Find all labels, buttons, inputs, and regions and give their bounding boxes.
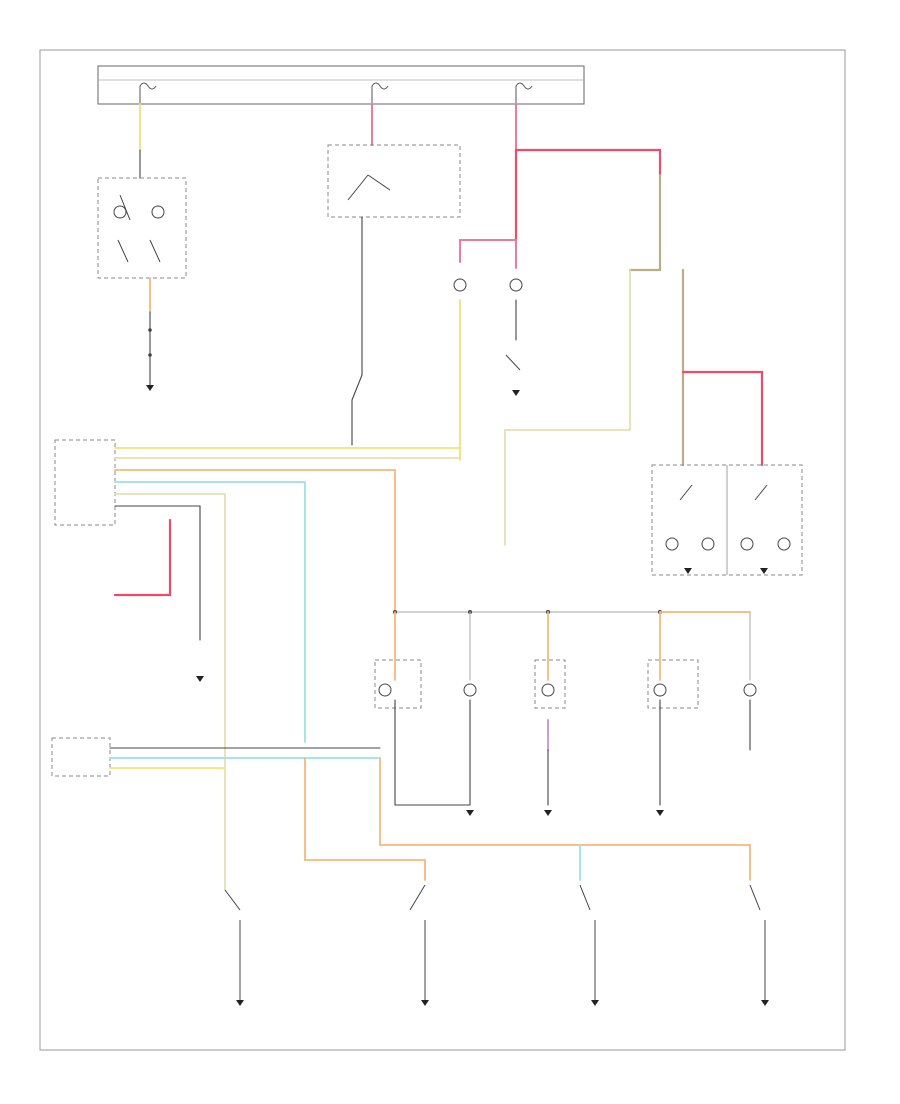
fuse-icon bbox=[515, 82, 533, 104]
switch-icon bbox=[117, 194, 161, 263]
fuse-box bbox=[97, 65, 585, 105]
lamp-icon bbox=[463, 683, 477, 697]
door-switch-box bbox=[651, 464, 803, 576]
door-ajar-switch-rr bbox=[749, 884, 769, 1006]
lamp-icon bbox=[151, 205, 165, 219]
wire bbox=[504, 269, 631, 546]
ground-icon bbox=[760, 568, 768, 574]
ground-icon bbox=[421, 1000, 429, 1006]
ground-icon bbox=[512, 390, 520, 396]
lamp-icon bbox=[777, 537, 791, 551]
ground-icon bbox=[196, 676, 204, 682]
wire bbox=[113, 518, 172, 597]
lamp-icon bbox=[653, 683, 667, 697]
wire bbox=[114, 505, 201, 641]
module-connector bbox=[54, 439, 116, 526]
switch-icon bbox=[347, 174, 391, 201]
ground-icon bbox=[146, 385, 154, 391]
wire bbox=[459, 239, 517, 263]
module-connector bbox=[51, 737, 111, 777]
lamp-icon bbox=[378, 683, 392, 697]
wire bbox=[394, 611, 751, 681]
lamp-box bbox=[374, 659, 422, 709]
lamp-icon bbox=[453, 278, 467, 292]
diagram-frame bbox=[39, 49, 846, 1051]
splice-dot-icon bbox=[148, 353, 152, 357]
lamp-icon bbox=[740, 537, 754, 551]
ground-icon bbox=[591, 1000, 599, 1006]
ground-icon bbox=[684, 568, 692, 574]
wire bbox=[514, 148, 662, 177]
lamp-icon bbox=[541, 683, 555, 697]
wire bbox=[114, 481, 306, 743]
lamp-icon bbox=[113, 205, 127, 219]
ground-icon bbox=[236, 1000, 244, 1006]
ground-icon bbox=[544, 810, 552, 816]
wire bbox=[379, 757, 751, 881]
lamp-icon bbox=[665, 537, 679, 551]
wire bbox=[114, 469, 396, 613]
wire bbox=[304, 757, 426, 881]
door-ajar-switch-lr bbox=[579, 884, 599, 1006]
ground-icon bbox=[466, 810, 474, 816]
splice-dot-icon bbox=[148, 328, 152, 332]
wire bbox=[681, 370, 764, 467]
switch-icon bbox=[505, 354, 521, 371]
lamp-box bbox=[534, 659, 566, 709]
fuse-icon bbox=[139, 82, 157, 104]
switch-icon bbox=[679, 484, 768, 501]
lamp-icon bbox=[743, 683, 757, 697]
ground-icon bbox=[656, 810, 664, 816]
lamp-box bbox=[647, 659, 699, 709]
overhead-console-box bbox=[97, 177, 187, 279]
fuse-icon bbox=[371, 82, 389, 104]
lamp-icon bbox=[701, 537, 715, 551]
lamp-icon bbox=[509, 278, 523, 292]
wire bbox=[351, 374, 363, 446]
door-ajar-switch-lf bbox=[224, 889, 244, 1006]
ground-icon bbox=[761, 1000, 769, 1006]
door-ajar-switch-rf bbox=[409, 884, 429, 1006]
relay-box bbox=[327, 144, 461, 218]
